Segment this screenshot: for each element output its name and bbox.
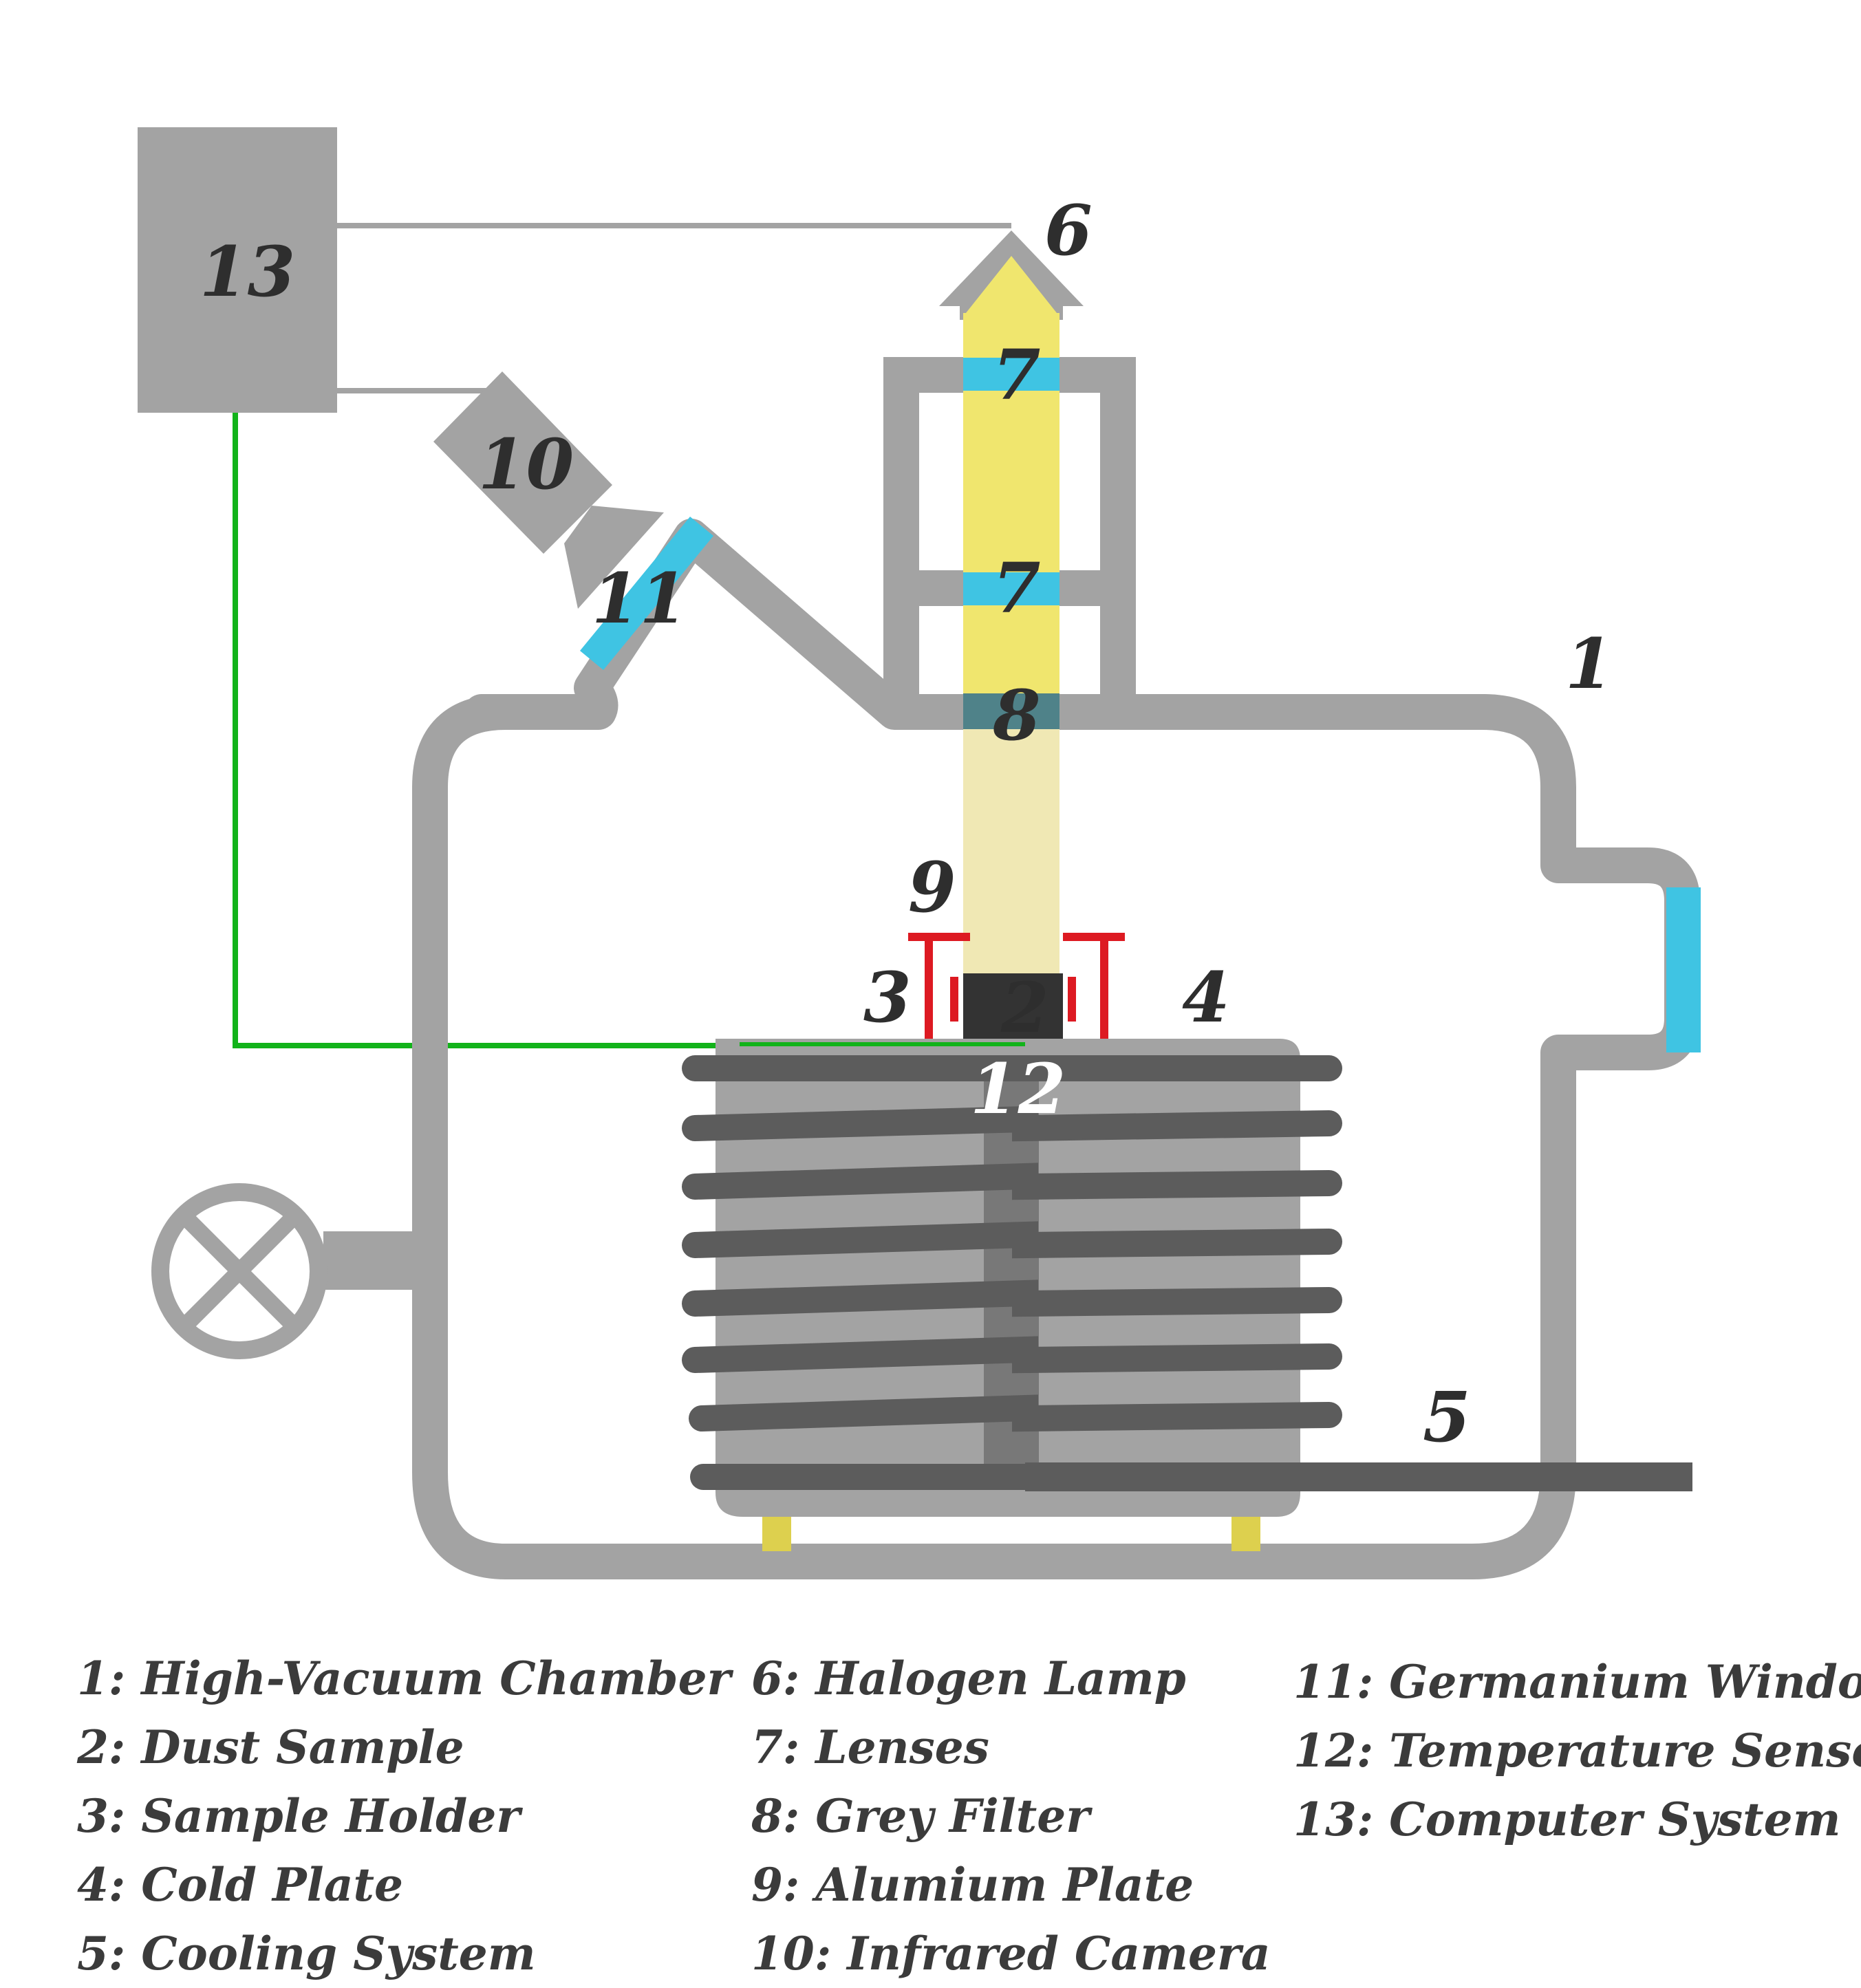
label-temperature-sensor: 12	[970, 1048, 1066, 1130]
legend-item: 2: Dust Sample	[77, 1720, 464, 1774]
high-vacuum-chamber	[412, 519, 1700, 1579]
grey-filter	[963, 693, 1059, 729]
legend-item: 12: Temperature Sensor	[1293, 1724, 1861, 1778]
legend-item: 1: High-Vacuum Chamber	[77, 1652, 731, 1705]
dust-sample	[963, 973, 1063, 1039]
vacuum-valve	[151, 1183, 423, 1359]
label-chamber: 1	[1565, 623, 1613, 704]
cooling-core	[984, 1070, 1039, 1482]
label-cold-plate: 4	[1182, 957, 1230, 1038]
label-computer-system: 13	[200, 231, 295, 312]
legend-item: 13: Computer System	[1293, 1793, 1841, 1846]
cold-plate-assembly	[682, 1039, 1692, 1551]
legend-column-3: 11: Germanium Window 12: Temperature Sen…	[1293, 1647, 1861, 1854]
legend-column-2: 6: Halogen Lamp 7: Lenses 8: Grey Filter…	[751, 1644, 1271, 1988]
upper-lens	[963, 358, 1059, 391]
label-infrared-camera: 10	[478, 424, 574, 505]
label-lower-lens: 7	[993, 548, 1041, 629]
computer-system	[138, 127, 337, 413]
label-grey-filter: 8	[992, 675, 1041, 756]
lower-lens	[963, 572, 1059, 605]
infrared-camera	[433, 371, 664, 609]
sample-holder	[908, 933, 1125, 1039]
legend-item: 5: Cooling System	[77, 1927, 536, 1980]
label-upper-lens: 7	[993, 334, 1041, 415]
legend-column-1: 1: High-Vacuum Chamber 2: Dust Sample 3:…	[77, 1644, 731, 1988]
legend-item: 11: Germanium Window	[1293, 1655, 1861, 1709]
legend-item: 6: Halogen Lamp	[751, 1652, 1186, 1705]
label-cooling-system: 5	[1423, 1376, 1471, 1458]
legend-item: 10: Infrared Camera	[751, 1927, 1271, 1980]
legend-item: 8: Grey Filter	[751, 1789, 1090, 1843]
legend-item: 4: Cold Plate	[77, 1858, 403, 1912]
label-alumium-plate: 9	[908, 847, 956, 928]
legend-item: 7: Lenses	[751, 1720, 989, 1774]
label-germanium-window: 11	[592, 558, 687, 639]
legend-item: 3: Sample Holder	[77, 1789, 521, 1843]
germanium-window	[579, 517, 714, 670]
legend-item: 9: Alumium Plate	[751, 1858, 1194, 1912]
label-dust-sample: 2	[1000, 967, 1049, 1048]
side-viewport-window	[1666, 887, 1701, 1052]
label-halogen-lamp: 6	[1044, 190, 1093, 271]
label-sample-holder: 3	[863, 957, 912, 1038]
cooling-pipe	[1025, 1462, 1692, 1491]
